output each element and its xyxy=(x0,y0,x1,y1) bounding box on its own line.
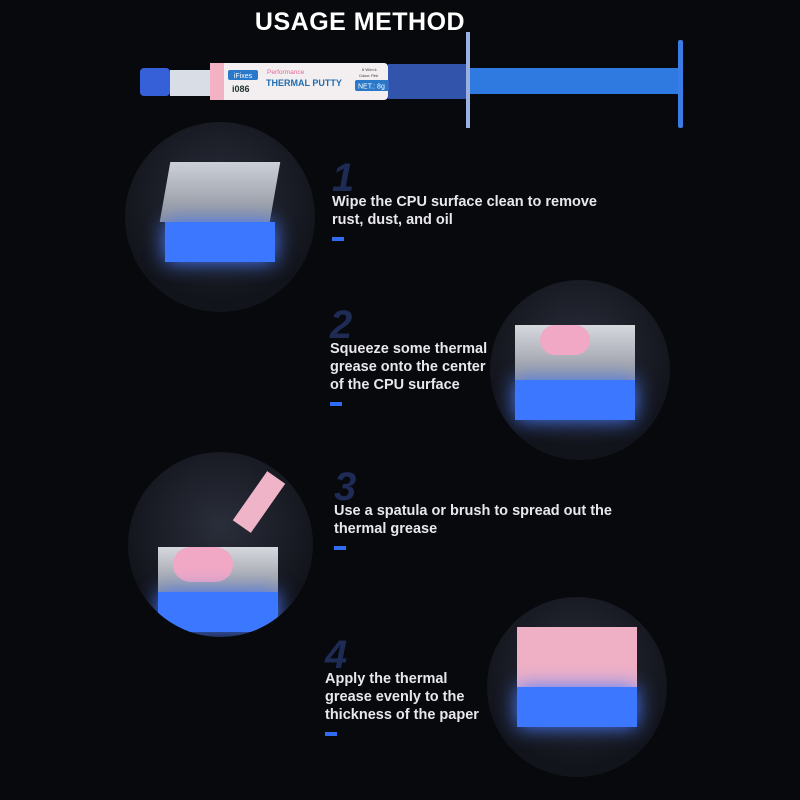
line-label: Performance xyxy=(267,69,305,76)
step-1: 1 Wipe the CPU surface clean to remove r… xyxy=(332,158,622,241)
step-4: 4 Apply the thermal grease evenly to the… xyxy=(325,635,495,736)
page-title: USAGE METHOD xyxy=(254,8,466,36)
step-text: Wipe the CPU surface clean to remove rus… xyxy=(332,194,597,228)
step-number: 4 xyxy=(325,633,348,677)
colour-label: Colour: Pink xyxy=(359,74,378,78)
syringe-image: iFixes i086 Performance THERMAL PUTTY 6 … xyxy=(140,32,683,128)
accent-bar xyxy=(325,732,337,736)
product-name: THERMAL PUTTY xyxy=(266,78,342,88)
net-label: NET.: 8g xyxy=(358,84,385,91)
accent-bar xyxy=(332,237,344,241)
brand-label: iFixes xyxy=(234,73,253,80)
step-number: 1 xyxy=(332,156,355,200)
step-2-image xyxy=(490,280,670,460)
step-number: 3 xyxy=(334,465,357,509)
model-label: i086 xyxy=(232,84,250,94)
spec-label: 6 W/m.k xyxy=(362,67,377,72)
step-1-image xyxy=(125,122,315,312)
step-text: Use a spatula or brush to spread out the… xyxy=(334,503,612,537)
step-3: 3 Use a spatula or brush to spread out t… xyxy=(334,467,634,550)
step-text: Squeeze some thermal grease onto the cen… xyxy=(330,341,488,393)
step-2: 2 Squeeze some thermal grease onto the c… xyxy=(330,305,500,406)
step-text: Apply the thermal grease evenly to the t… xyxy=(325,671,479,723)
step-3-image xyxy=(128,452,313,637)
step-number: 2 xyxy=(330,303,353,347)
step-4-image xyxy=(487,597,667,777)
accent-bar xyxy=(330,402,342,406)
accent-bar xyxy=(334,546,346,550)
